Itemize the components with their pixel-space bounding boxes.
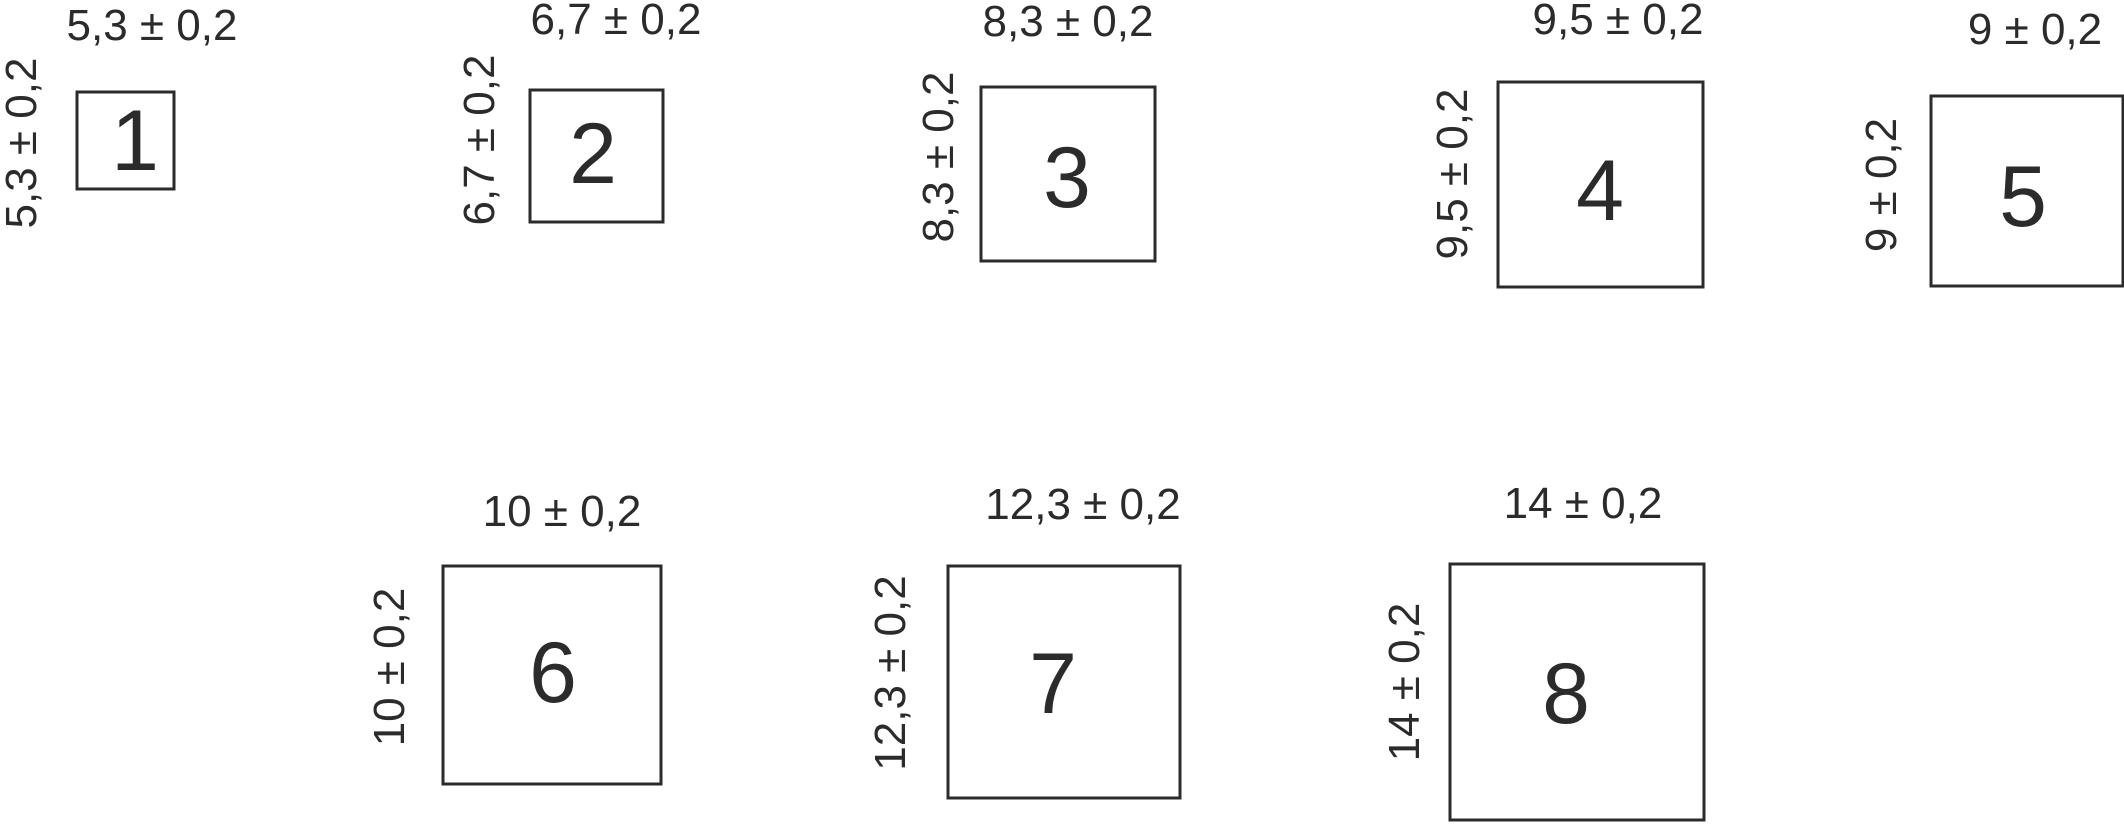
square-5	[1929, 94, 2124, 288]
square-4-height-label: 9,5 ± 0,2	[1428, 89, 1477, 260]
square-4	[1496, 80, 1705, 289]
square-7-width-label: 12,3 ± 0,2	[985, 480, 1180, 529]
square-2-height-label: 6,7 ± 0,2	[455, 55, 504, 226]
square-4-number: 4	[1576, 143, 1624, 239]
square-8-group: 14 ± 0,2 14 ± 0,2 8	[1380, 479, 1706, 822]
square-5-group: 9 ± 0,2 9 ± 0,2 5	[1857, 5, 2124, 288]
square-3-group: 8,3 ± 0,2 8,3 ± 0,2 3	[914, 0, 1157, 263]
square-7-group: 12,3 ± 0,2 12,3 ± 0,2 7	[866, 480, 1182, 800]
square-7-number: 7	[1029, 636, 1077, 732]
square-8	[1448, 562, 1706, 822]
square-5-width-label: 9 ± 0,2	[1968, 5, 2102, 54]
square-3-width-label: 8,3 ± 0,2	[983, 0, 1154, 46]
square-2-width-label: 6,7 ± 0,2	[531, 0, 702, 44]
square-6	[441, 564, 663, 786]
square-1-group: 5,3 ± 0,2 5,3 ± 0,2 1	[0, 1, 237, 228]
square-8-height-label: 14 ± 0,2	[1380, 603, 1429, 762]
square-1-height-label: 5,3 ± 0,2	[0, 58, 46, 229]
square-1-number: 1	[111, 93, 159, 189]
square-2-group: 6,7 ± 0,2 6,7 ± 0,2 2	[455, 0, 701, 225]
square-7-height-label: 12,3 ± 0,2	[866, 575, 915, 770]
square-3	[979, 85, 1157, 263]
square-6-number: 6	[529, 625, 577, 721]
square-6-width-label: 10 ± 0,2	[483, 487, 642, 536]
square-2	[528, 88, 665, 224]
square-4-width-label: 9,5 ± 0,2	[1533, 0, 1704, 44]
square-8-width-label: 14 ± 0,2	[1504, 479, 1663, 528]
square-1	[75, 90, 176, 191]
square-4-group: 9,5 ± 0,2 9,5 ± 0,2 4	[1428, 0, 1705, 289]
square-7	[946, 564, 1182, 800]
square-5-height-label: 9 ± 0,2	[1857, 118, 1906, 252]
square-6-height-label: 10 ± 0,2	[365, 588, 414, 747]
square-5-number: 5	[1999, 149, 2047, 245]
square-3-number: 3	[1043, 130, 1091, 226]
square-8-number: 8	[1542, 646, 1590, 742]
square-3-height-label: 8,3 ± 0,2	[914, 72, 963, 243]
square-1-width-label: 5,3 ± 0,2	[67, 1, 238, 50]
square-2-number: 2	[569, 106, 617, 202]
square-6-group: 10 ± 0,2 10 ± 0,2 6	[365, 487, 663, 786]
